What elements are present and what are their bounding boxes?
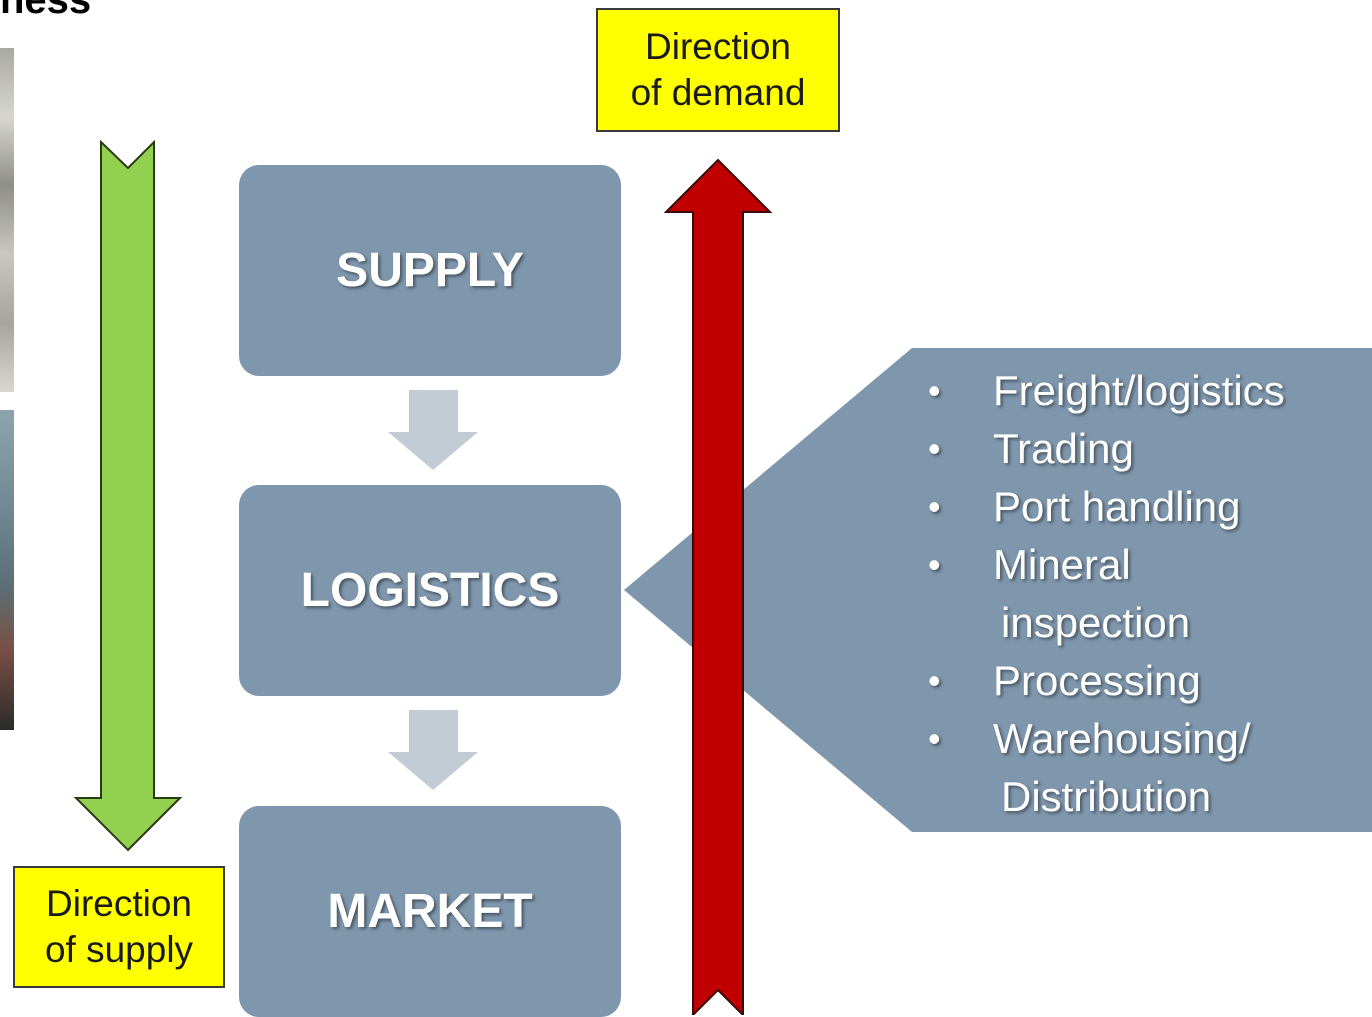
label-line: of supply xyxy=(44,929,194,970)
page-title: ness xyxy=(0,0,92,22)
market-block: MARKET xyxy=(239,806,621,1017)
label-line: of demand xyxy=(630,72,806,113)
logistics-items-list: Freight/logistics Trading Port handling … xyxy=(928,362,1285,826)
list-item: Processing xyxy=(928,652,1285,710)
ship-photo xyxy=(0,410,14,730)
list-item: Port handling xyxy=(928,478,1285,536)
flow-arrow-logistics-to-market xyxy=(388,710,478,790)
list-item: inspection xyxy=(1001,599,1191,646)
list-item: Mineral xyxy=(928,536,1285,594)
flow-arrow-supply-to-logistics xyxy=(388,390,478,470)
direction-of-demand-label: Direction of demand xyxy=(596,8,840,132)
supply-block: SUPPLY xyxy=(239,165,621,376)
label-line: Direction xyxy=(46,882,192,924)
supply-arrow xyxy=(73,139,183,852)
list-item: Freight/logistics xyxy=(928,362,1285,420)
direction-of-supply-label: Direction of supply xyxy=(13,866,225,988)
logistics-block-label: LOGISTICS xyxy=(300,564,560,617)
list-item: Warehousing/ xyxy=(928,710,1285,768)
label-line: Direction xyxy=(645,25,791,67)
mine-photo xyxy=(0,48,14,392)
list-item: Trading xyxy=(928,420,1285,478)
supply-block-label: SUPPLY xyxy=(336,244,524,297)
logistics-block: LOGISTICS xyxy=(239,485,621,696)
market-block-label: MARKET xyxy=(327,885,533,938)
demand-arrow xyxy=(663,158,773,1015)
photo-strip xyxy=(0,48,14,730)
list-item: Distribution xyxy=(1001,773,1212,820)
